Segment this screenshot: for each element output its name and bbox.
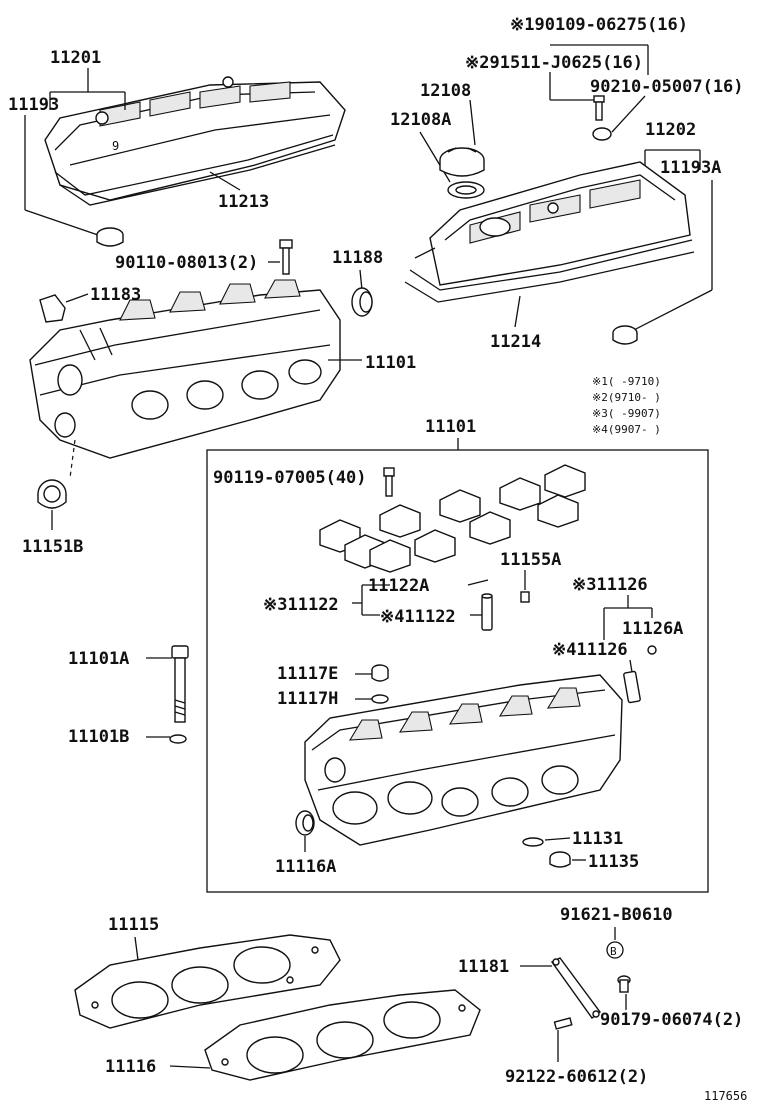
svg-text:※1( -9710): ※1( -9710) [592,375,661,388]
head-cover-right[interactable] [404,161,695,303]
label-12108: 12108 [420,81,471,101]
oil-filler-cap[interactable] [439,147,485,177]
label-11101B: 11101B [68,727,129,747]
label-11116A: 11116A [275,857,336,877]
mark-2: ※2 [465,53,489,73]
svg-text:※311122: ※311122 [263,595,339,615]
label-11202: 11202 [645,120,696,140]
label-11181: 11181 [458,957,509,977]
gasket-11117H[interactable] [371,694,389,704]
gasket-11131[interactable] [522,837,544,847]
mark-3-11122: ※3 [263,595,287,615]
mark-1: ※1 [510,15,534,35]
svg-text:※4(9907- ): ※4(9907- ) [592,423,661,436]
cylinder-head-detail[interactable] [304,674,623,846]
head-gasket-11115[interactable] [74,934,341,1029]
svg-text:※190109-06275(16): ※190109-06275(16) [510,15,688,35]
mark-4-11122: ※4 [380,607,404,627]
label-12108A: 12108A [390,110,451,130]
svg-text:※291511-J0625(16): ※291511-J0625(16) [465,53,643,73]
valve-guide-11126[interactable] [623,670,641,704]
label-11183: 11183 [90,285,141,305]
svg-text:B: B [610,945,617,958]
plug-11135[interactable] [549,851,571,868]
label-11213: 11213 [218,192,269,212]
oil-cap-gasket[interactable] [447,181,485,199]
pin-11155A[interactable] [520,591,530,603]
label-91621: 91621-B0610 [560,905,673,925]
legend: ※1( -9710) ※2(9710- ) ※3( -9907) ※4(9907… [592,375,661,436]
svg-text:※2(9710- ): ※2(9710- ) [592,391,661,404]
camshaft-bearing-caps[interactable] [319,464,586,573]
cover-bolt[interactable] [593,95,605,121]
bolt-90179[interactable] [617,975,631,993]
head-gasket-11116[interactable] [204,989,481,1081]
label-11101-top: 11101 [365,353,416,373]
label-11135: 11135 [588,852,639,872]
detail-box [206,449,709,893]
bolt-90110[interactable] [279,239,293,275]
label-92122: 92122-60612(2) [505,1067,648,1087]
plug-11183[interactable] [39,294,66,323]
label-11126A: 11126A [622,619,683,639]
seal-11116A[interactable] [295,810,315,836]
svg-text:※311126: ※311126 [572,575,648,595]
label-11126-a: 11126 [596,575,647,595]
label-11131: 11131 [572,829,623,849]
reference-number: 117656 [704,1089,747,1103]
label-90179: 90179-06074(2) [600,1010,743,1030]
svg-text:※411122: ※411122 [380,607,456,627]
label-11116: 11116 [105,1057,156,1077]
label-11101A: 11101A [68,649,129,669]
valve-guide-11122[interactable] [481,593,493,631]
label-11122-a: 11122 [287,595,338,615]
label-11126-b: 11126 [576,640,627,660]
label-11117E: 11117E [277,664,338,684]
grommet-11193A[interactable] [612,325,638,345]
b-mark: B [606,941,624,959]
label-11115: 11115 [108,915,159,935]
label-11201: 11201 [50,48,101,68]
label-11117H: 11117H [277,689,338,709]
svg-text:※3( -9907): ※3( -9907) [592,407,661,420]
label-11188: 11188 [332,248,383,268]
grommet-11193[interactable] [96,227,124,247]
mark-4-11126: ※4 [552,640,576,660]
mark-3-11126: ※3 [572,575,596,595]
part-11126A[interactable] [647,645,657,655]
label-90109: 90109-06275(16) [534,15,688,35]
camshaft-seal-11188[interactable] [351,287,373,317]
plug-11117E[interactable] [371,664,389,682]
head-cover-left[interactable]: 9 [44,76,346,206]
stud-92122[interactable] [553,1017,573,1030]
label-90210: 90210-05007(16) [590,77,744,97]
label-11122A: 11122A [368,576,429,596]
cylinder-head-left[interactable] [29,279,341,459]
camshaft-seal-11151B[interactable] [37,479,67,509]
svg-text:9: 9 [112,139,119,153]
label-90110: 90110-08013(2) [115,253,258,273]
washer-11101B[interactable] [169,734,187,744]
bracket-11181[interactable] [550,957,601,1019]
label-11193A: 11193A [660,158,721,178]
svg-text:※411126: ※411126 [552,640,628,660]
label-11101-box: 11101 [425,417,476,437]
cover-seal-washer[interactable] [592,127,612,141]
head-bolt-11101A[interactable] [171,645,189,723]
bolt-90119[interactable] [383,467,395,497]
label-91511: 91511-J0625(16) [489,53,643,73]
label-11155A: 11155A [500,550,561,570]
label-11193: 11193 [8,95,59,115]
label-90119: 90119-07005(40) [213,468,367,488]
label-11151B: 11151B [22,537,83,557]
label-11214: 11214 [490,332,541,352]
label-11122-b: 11122 [404,607,455,627]
